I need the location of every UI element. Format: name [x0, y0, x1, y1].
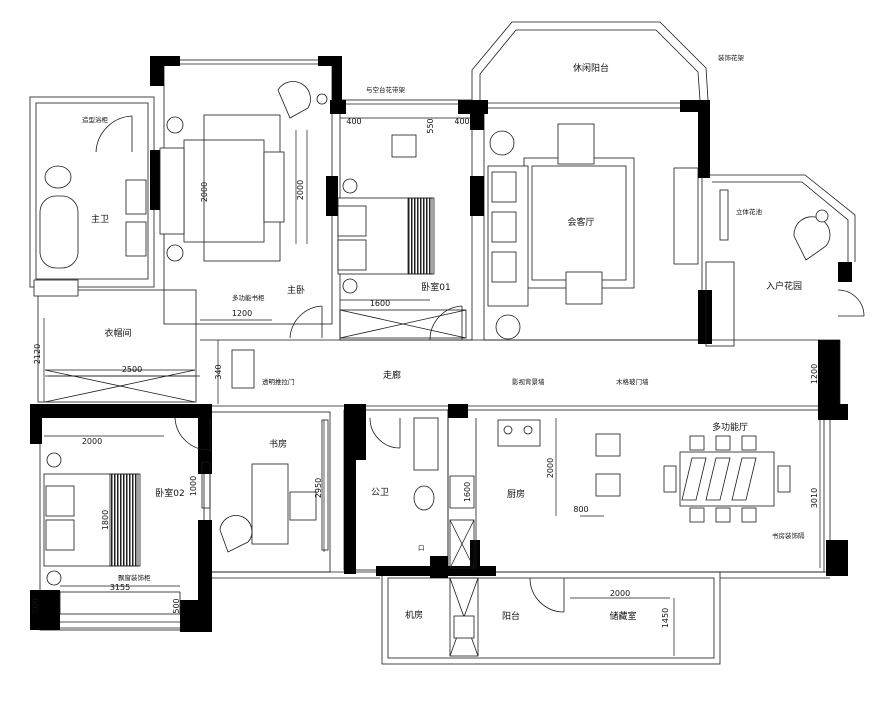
room-label-machine-room: 机房	[405, 609, 423, 621]
dim-550: 550	[426, 118, 435, 133]
room-label-closet: 衣帽间	[104, 327, 131, 339]
dim-2950: 2950	[314, 478, 323, 498]
room-labels: 休闲阳台 主卧 主卫 卧室01 会客厅 入户花园 衣帽间 走廊 卧室02 书房 …	[91, 62, 802, 622]
room-label-living-room: 会客厅	[567, 216, 594, 228]
dim-master-bed: 2000	[200, 182, 209, 202]
dim-1800: 1800	[101, 510, 110, 530]
dim-500-left: 500	[31, 598, 40, 613]
room-label-master-bedroom: 主卧	[287, 284, 305, 296]
dim-2500: 2500	[122, 365, 142, 374]
room-label-kitchen: 厨房	[507, 488, 525, 500]
room-label-entry-garden: 入户花园	[766, 280, 802, 292]
dim-1450: 1450	[661, 608, 670, 628]
dim-1200-shelf: 1200	[232, 309, 252, 318]
note-wood-screen: 木格玻门墙	[616, 377, 649, 386]
note-balcony-rail: 与空台花带架	[366, 85, 406, 94]
dim-3155: 3155	[110, 583, 130, 592]
dim-1600-bed01: 1600	[370, 299, 390, 308]
dim-3010: 3010	[810, 488, 819, 508]
room-label-bedroom02: 卧室02	[155, 487, 184, 499]
note-vertical-planter: 立体花池	[736, 207, 763, 216]
dim-340: 340	[214, 364, 223, 379]
note-tv-wall: 影视背景墙	[512, 377, 545, 386]
note-window-seat: 飘窗装饰柜	[118, 573, 151, 582]
room-label-leisure-balcony: 休闲阳台	[573, 62, 609, 74]
dim-1600-bath: 1600	[463, 482, 472, 502]
dim-800: 800	[573, 505, 588, 514]
dim-1000: 1000	[189, 476, 198, 496]
note-side-label: 口	[418, 544, 425, 552]
note-decor-flower-stand: 装饰花架	[718, 53, 745, 62]
room-label-storage: 储藏室	[609, 610, 636, 622]
note-partition-wall: 书房装饰隔	[772, 531, 805, 540]
dimension-labels: 2000 2000 400 550 400 1600 1200 2500 212…	[31, 117, 819, 628]
room-label-balcony: 阳台	[502, 610, 520, 622]
dim-400-a: 400	[346, 117, 361, 126]
furniture	[33, 81, 831, 657]
dimension-lines	[43, 117, 841, 656]
dim-1200-entry: 1200	[810, 364, 819, 384]
note-glass-partition: 透明推拉门	[262, 377, 295, 386]
dim-2000-kitchen: 2000	[546, 458, 555, 478]
dim-2120: 2120	[33, 344, 42, 364]
dim-400-b: 400	[454, 117, 469, 126]
dim-500-right: 500	[172, 598, 181, 613]
dim-master-right: 2000	[296, 180, 305, 200]
doors	[95, 115, 865, 613]
room-label-study: 书房	[269, 438, 287, 450]
room-label-bedroom01: 卧室01	[421, 281, 450, 293]
room-label-public-bath: 公卫	[371, 487, 389, 498]
note-toilet-cabinet: 造型浴柜	[82, 115, 109, 124]
walls	[30, 56, 852, 632]
room-label-corridor: 走廊	[383, 369, 401, 381]
room-label-multi-hall: 多功能厅	[712, 421, 748, 433]
dim-2000-storage: 2000	[610, 589, 630, 598]
room-label-master-bath: 主卫	[91, 213, 109, 225]
dim-2000-bed02: 2000	[82, 437, 102, 446]
note-multi-bookshelf: 多功能书柜	[232, 293, 265, 302]
annotation-notes: 装饰花架 与空台花带架 造型浴柜 立体花池 多功能书柜 透明推拉门 影视背景墙 …	[82, 53, 805, 582]
